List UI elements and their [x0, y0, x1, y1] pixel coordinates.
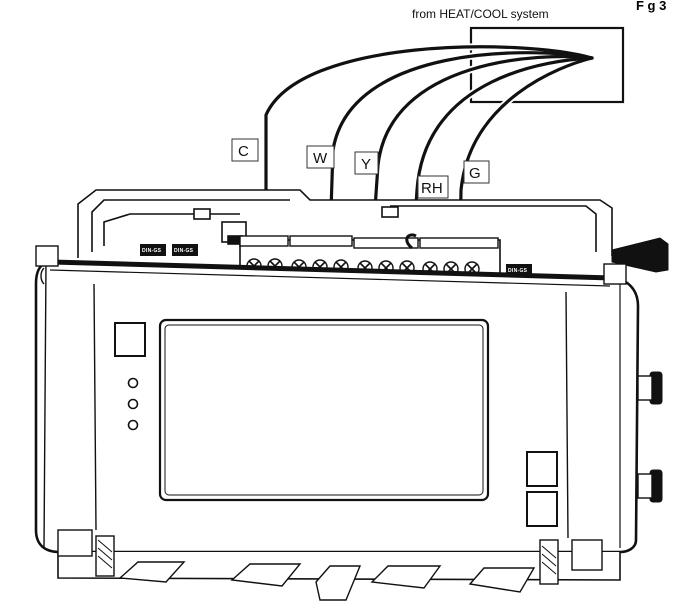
figure-label: F g 3 — [636, 0, 666, 13]
wire-y — [370, 54, 594, 254]
side-knobs — [637, 371, 663, 503]
wire-rh — [411, 56, 594, 250]
menu-button[interactable] — [114, 322, 146, 357]
svg-text:Y: Y — [361, 156, 371, 173]
din-badge-left: DIN-GS DIN-GS — [140, 244, 198, 256]
down-button[interactable] — [526, 491, 558, 527]
svg-text:DIN-GS: DIN-GS — [508, 268, 528, 274]
svg-text:DIN-GS: DIN-GS — [174, 248, 194, 254]
svg-text:RH: RH — [421, 180, 443, 197]
status-leds — [127, 377, 139, 431]
wire-w — [328, 51, 594, 242]
display-screen — [158, 318, 490, 502]
wire-tag-c: C — [231, 138, 259, 162]
wire-tag-y: Y — [354, 151, 379, 175]
bottom-base — [57, 529, 621, 601]
svg-text:W: W — [313, 150, 328, 167]
heat-cool-source-label: from HEAT/COOL system — [412, 7, 549, 21]
wire-c — [264, 45, 594, 238]
up-button[interactable] — [526, 451, 558, 487]
wire-tag-w: W — [306, 145, 335, 169]
svg-text:G: G — [469, 165, 481, 182]
svg-text:C: C — [238, 143, 249, 160]
wire-tag-g: G — [463, 160, 490, 184]
wire-bundle — [262, 43, 596, 256]
wire-tag-rh: RH — [417, 175, 449, 199]
svg-text:DIN-GS: DIN-GS — [142, 248, 162, 254]
